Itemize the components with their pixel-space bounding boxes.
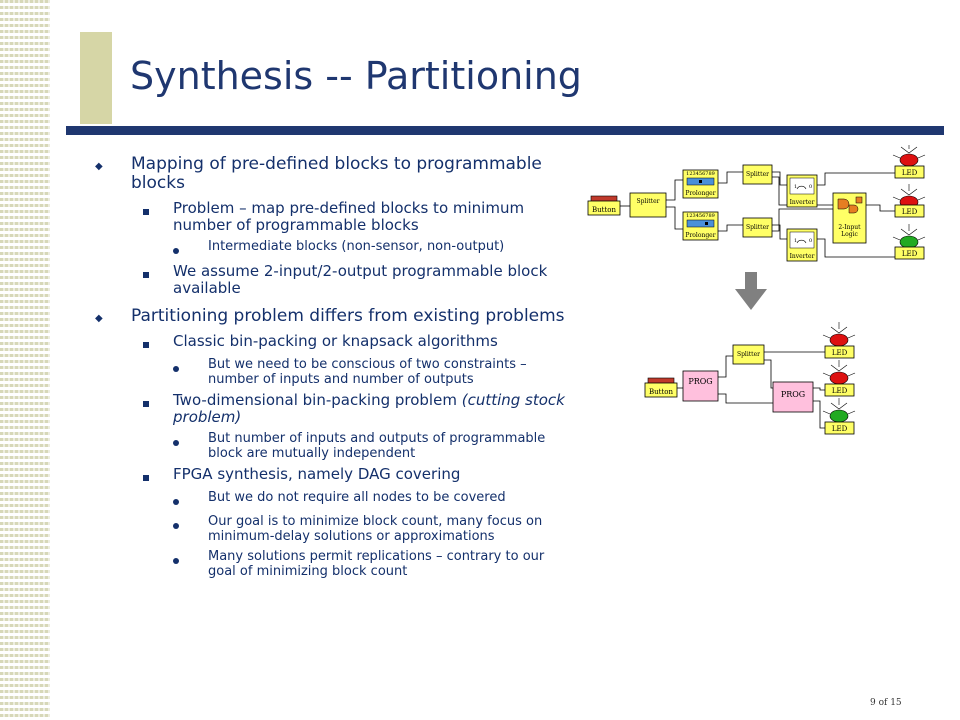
bullet-item: FPGA synthesis, namely DAG covering [143,466,565,485]
square-bullet-icon [143,466,173,485]
inverter-output-label: 0 [809,184,812,190]
bullet-text-emphasis: (cutting stock problem) [173,391,565,426]
bullet-item: ◆ Partitioning problem differs from exis… [95,307,565,326]
led-block-bottom-3: LED [822,398,856,435]
splitter-label: Splitter [746,224,769,231]
partitioning-diagram: Button Splitter 123456789 Prolonger 1234… [587,145,926,435]
bullet-text: But we need to be conscious of two const… [208,357,527,387]
logic-label-line2: Logic [841,231,858,238]
bullet-text: Many solutions permit replications – con… [208,549,545,579]
bullet-item: Our goal is to minimize block count, man… [173,514,565,544]
led-label: LED [832,387,848,395]
square-bullet-icon [143,333,173,352]
splitter-block-lower: Splitter [742,217,773,238]
bullet-text: Mapping of pre-defined blocks to program… [131,154,542,193]
bullet-text: But number of inputs and outputs of prog… [208,431,546,461]
dot-bullet-icon [173,431,208,461]
bullet-text: But we do not require all nodes to be co… [208,490,506,505]
inverter-block-1: 1 0 Inverter [786,174,818,208]
inverter-input-label: 1 [794,238,797,244]
bottom-splitter-block: Splitter [732,344,765,365]
logic-label-line1: 2-Input [838,224,861,231]
prolonger-block-1: 123456789 Prolonger [682,169,719,199]
bullet-text: Two-dimensional bin-packing problem (cut… [173,392,565,426]
led-label: LED [902,169,918,177]
bullet-text-main: Two-dimensional bin-packing problem [173,391,457,409]
led-label: LED [902,250,918,258]
bullet-item: Two-dimensional bin-packing problem (cut… [143,392,565,426]
led-block-top-2: LED [892,184,926,218]
dot-bullet-icon [173,357,208,387]
splitter-block-upper: Splitter [742,164,773,185]
led-block-top-3: LED [892,224,926,260]
inverter-label: Inverter [790,199,815,206]
top-splitter-block: Splitter [629,192,667,218]
dot-bullet-icon [173,239,208,258]
diamond-bullet-icon: ◆ [95,161,103,172]
two-input-logic-block: 2-Input Logic [832,192,867,244]
prog-label: PROG [688,377,712,386]
bullet-text: Partitioning problem differs from existi… [131,306,565,326]
bullet-item: Many solutions permit replications – con… [173,549,565,579]
button-label: Button [649,388,673,396]
led-block-bottom-1: LED [822,322,856,359]
bullet-list: ◆ Mapping of pre-defined blocks to progr… [95,155,565,584]
prolonger-label: Prolonger [685,190,715,197]
inverter-block-2: 1 0 Inverter [786,228,818,262]
bullet-item: Problem – map pre-defined blocks to mini… [143,200,565,234]
square-bullet-icon [143,392,173,426]
bullet-item: Classic bin-packing or knapsack algorith… [143,333,565,352]
bullet-text: Classic bin-packing or knapsack algorith… [173,332,498,350]
bullet-item: But we do not require all nodes to be co… [173,490,565,509]
bullet-text: Our goal is to minimize block count, man… [208,514,543,544]
slide-title: Synthesis -- Partitioning [130,54,582,98]
inverter-output-label: 0 [809,238,812,244]
title-accent-bar [80,32,112,124]
splitter-label: Splitter [636,198,659,205]
dot-bullet-icon [173,490,208,509]
led-label: LED [832,349,848,357]
prolonger-digits: 123456789 [686,213,715,219]
led-block-top-1: LED [892,145,926,179]
dot-bullet-icon [173,514,208,544]
button-label: Button [592,206,616,214]
diamond-bullet-icon: ◆ [95,313,103,324]
inverter-label: Inverter [790,253,815,260]
inverter-input-label: 1 [794,184,797,190]
bottom-network [673,351,825,429]
bullet-text: Intermediate blocks (non-sensor, non-out… [208,239,505,254]
bullet-item: We assume 2-input/2-output programmable … [143,263,565,297]
prog-block-2: PROG [772,381,814,413]
bullet-item: But we need to be conscious of two const… [173,357,565,387]
prog-label: PROG [781,390,805,399]
title-underline-rule [66,126,944,135]
down-arrow-icon [735,272,767,310]
page-number: 9 of 15 [870,698,902,708]
bullet-text: Problem – map pre-defined blocks to mini… [173,199,525,234]
prolonger-label: Prolonger [685,232,715,239]
bullet-item: But number of inputs and outputs of prog… [173,431,565,461]
decorative-stripes-overlay [0,0,50,720]
bullet-item: Intermediate blocks (non-sensor, non-out… [173,239,565,258]
dot-bullet-icon [173,549,208,579]
prolonger-block-2: 123456789 Prolonger [682,211,719,241]
splitter-label: Splitter [737,351,760,358]
prog-block-1: PROG [682,370,719,402]
square-bullet-icon [143,200,173,234]
led-block-bottom-2: LED [822,360,856,397]
led-label: LED [902,208,918,216]
led-label: LED [832,425,848,433]
prolonger-digits: 123456789 [686,171,715,177]
bottom-button-block: Button [644,377,678,398]
bullet-text: FPGA synthesis, namely DAG covering [173,465,461,483]
bullet-text: We assume 2-input/2-output programmable … [173,262,548,297]
splitter-label: Splitter [746,171,769,178]
bullet-item: ◆ Mapping of pre-defined blocks to progr… [95,155,565,193]
square-bullet-icon [143,263,173,297]
top-button-block: Button [587,195,621,216]
